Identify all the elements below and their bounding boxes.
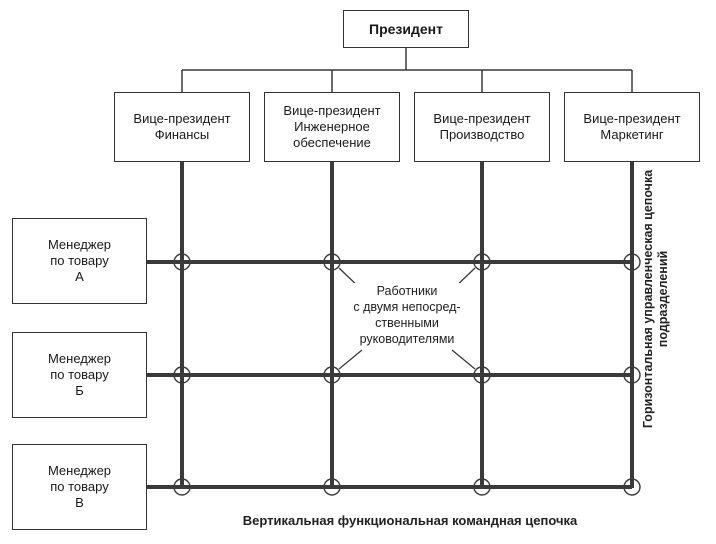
- vp-marketing-box: Вице-президент Маркетинг: [564, 92, 700, 162]
- intersection-circles: [173, 253, 641, 496]
- product-manager-b-box: Менеджер по товару Б: [12, 332, 147, 418]
- product-manager-a-box: Менеджер по товару А: [12, 218, 147, 304]
- horizontal-chain-label: Горизонтальная управленческая цепочка по…: [641, 169, 670, 429]
- product-manager-v-box: Менеджер по товару В: [12, 444, 147, 530]
- vp-production-box: Вице-президент Производство: [414, 92, 550, 162]
- vp-engineering-box: Вице-президент Инженерное обеспечение: [264, 92, 400, 162]
- vp-finance-box: Вице-президент Финансы: [114, 92, 250, 162]
- president-box: Президент: [343, 10, 469, 48]
- dual-reporting-workers-note: Работники с двумя непосред- ственными ру…: [340, 283, 474, 347]
- vertical-chain-label: Вертикальная функциональная командная це…: [242, 513, 578, 528]
